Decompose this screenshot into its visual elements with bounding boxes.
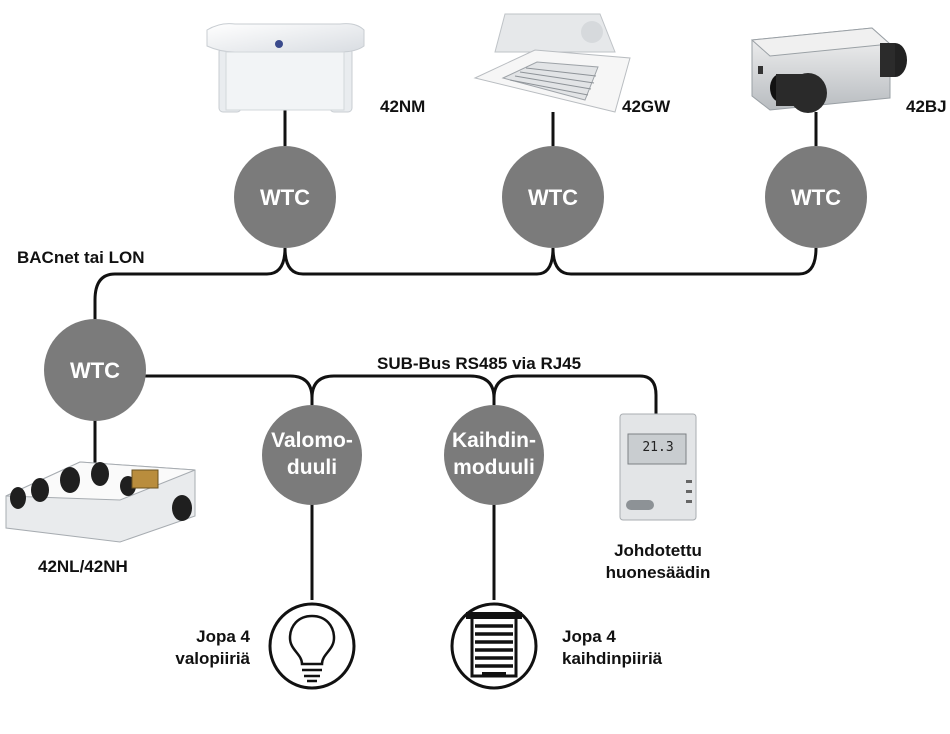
bacnet-bus-line	[93, 247, 818, 320]
device-label-42gw: 42GW	[622, 97, 671, 116]
blind-circuit-label-line1: Jopa 4	[562, 627, 616, 646]
subbus-label: SUB-Bus RS485 via RJ45	[377, 354, 582, 373]
blind-module-node	[444, 405, 544, 505]
light-circuit-label-line2: valopiiriä	[175, 649, 250, 668]
wtc-label-42nl: WTC	[69, 358, 121, 383]
subbus-line	[143, 374, 658, 414]
unit-42bj-image	[750, 27, 907, 113]
unit-42gw-image	[473, 13, 631, 113]
light-module-node	[262, 405, 362, 505]
network-bus-label: BACnet tai LON	[17, 248, 145, 267]
blind-module-label-line2: moduuli	[453, 456, 535, 479]
thermostat-display-readout: 21.3	[642, 440, 674, 455]
device-label-42nl: 42NL/42NH	[38, 557, 128, 576]
wtc-node-42nm	[234, 146, 336, 248]
device-label-42nm: 42NM	[380, 97, 426, 116]
window-blind-icon	[450, 602, 538, 690]
wtc-label-42bj: WTC	[790, 185, 842, 210]
thermostat-label-line2: huonesäädin	[605, 563, 711, 582]
wtc-label-42gw: WTC	[527, 185, 579, 210]
blind-circuit-label-line2: kaihdinpiiriä	[562, 649, 663, 668]
light-module-label-line1: Valomo-	[271, 429, 353, 452]
wtc-label-42nm: WTC	[259, 185, 311, 210]
unit-42nm-image	[206, 23, 365, 113]
wtc-node-42gw	[502, 146, 604, 248]
unit-42nl-image	[5, 461, 196, 543]
wtc-node-42bj	[765, 146, 867, 248]
device-label-42bj: 42BJ	[906, 97, 947, 116]
device-link-lines	[93, 110, 818, 600]
light-bulb-icon	[268, 602, 356, 690]
light-circuit-label-line1: Jopa 4	[196, 627, 250, 646]
blind-module-label-line1: Kaihdin-	[452, 429, 536, 452]
wtc-node-42nl	[44, 319, 146, 421]
thermostat-label-line1: Johdotettu	[614, 541, 702, 560]
light-module-label-line2: duuli	[286, 456, 338, 479]
room-thermostat	[619, 413, 697, 521]
